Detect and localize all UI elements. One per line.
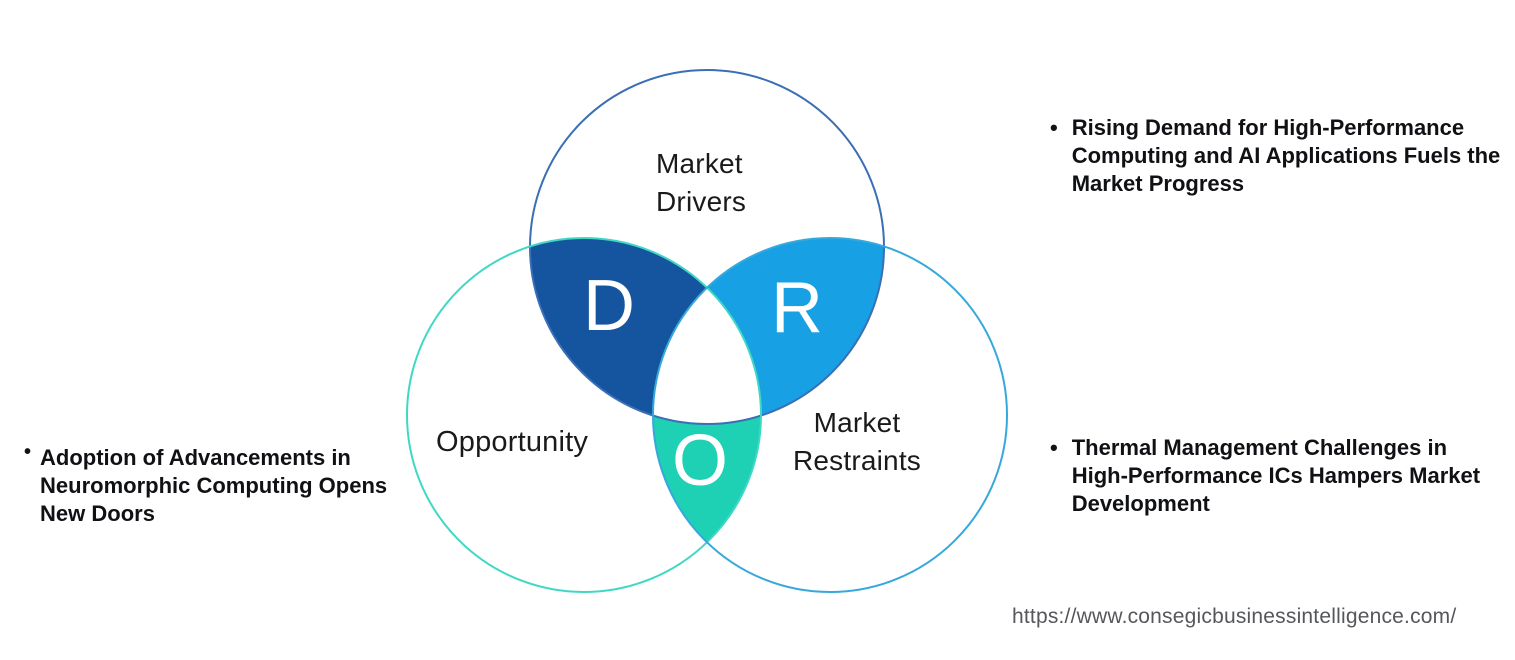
overlap-r-letter: R (771, 268, 823, 348)
restraint-note: • Thermal Management Challenges in High-… (1050, 434, 1504, 518)
driver-note-text: Rising Demand for High-Performance Compu… (1071, 115, 1501, 196)
overlap-o-letter: O (671, 421, 728, 501)
driver-note: • Rising Demand for High-Performance Com… (1050, 114, 1504, 198)
bullet-icon: • (1050, 435, 1058, 460)
bullet-icon: • (24, 441, 32, 463)
source-url: https://www.consegicbusinessintelligence… (1012, 605, 1457, 628)
restraint-note-text: Thermal Management Challenges in High-Pe… (1071, 435, 1481, 516)
bullet-icon: • (1050, 115, 1058, 140)
opportunity-circle-outline (406, 237, 762, 593)
opportunity-circle-label: Opportunity (436, 426, 589, 458)
drivers-circle-label: Market Drivers (656, 148, 747, 217)
restraints-circle-label: Market Restraints (792, 407, 922, 476)
opportunity-note-text: Adoption of Advancements in Neuromorphic… (40, 445, 388, 526)
restraints-circle-outline (652, 237, 1008, 593)
opportunity-note: • Adoption of Advancements in Neuromorph… (24, 441, 432, 528)
overlap-d-letter: D (583, 266, 635, 346)
